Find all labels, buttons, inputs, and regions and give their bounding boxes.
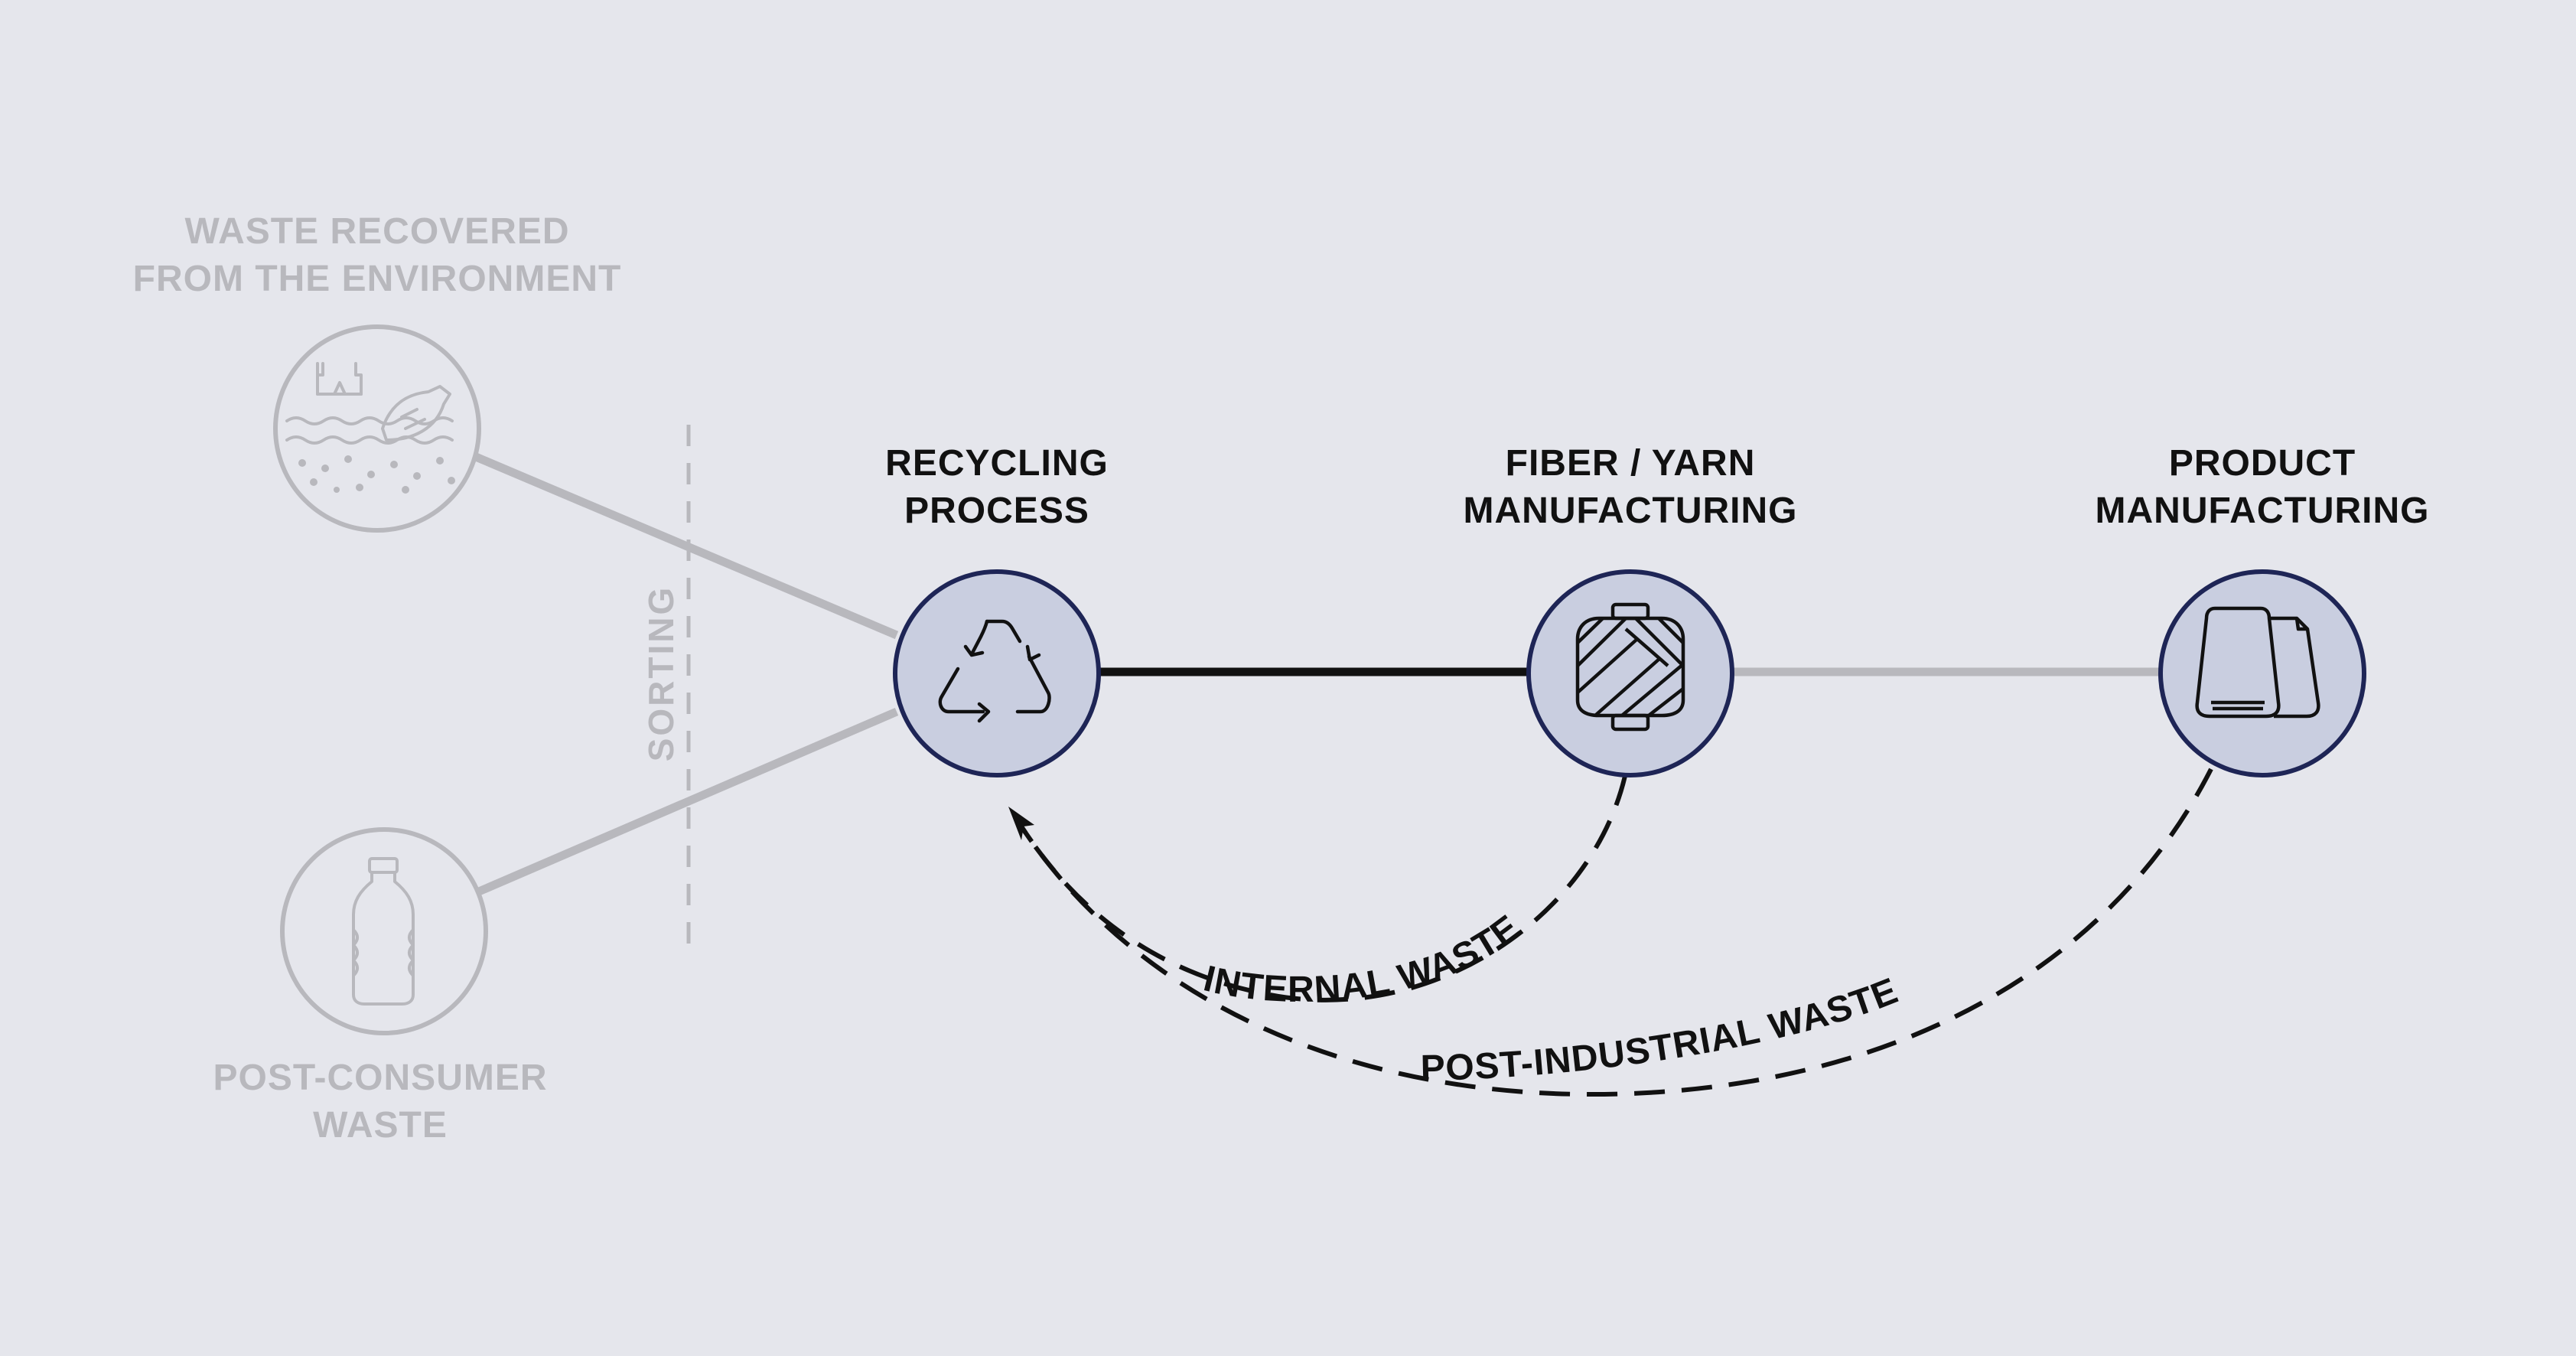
fiber-yarn-label-line2: MANUFACTURING (1463, 491, 1798, 531)
environment-waste-label: WASTE RECOVERED FROM THE ENVIRONMENT (109, 208, 645, 303)
plastic-bottle-icon (352, 857, 415, 1006)
recycling-label-line1: RECYCLING (885, 443, 1109, 484)
internal-waste-label: INTERNAL WASTE (1200, 908, 1528, 1010)
post-industrial-waste-arrow (1019, 768, 2213, 1097)
product-label-line2: MANUFACTURING (2095, 491, 2430, 531)
post-consumer-label: POST-CONSUMER WASTE (151, 1054, 610, 1149)
ocean-waste-icon (285, 362, 454, 445)
recycling-label-line2: PROCESS (904, 491, 1089, 531)
post-industrial-waste-label: POST-INDUSTRIAL WASTE (1420, 970, 1904, 1089)
recycling-label: RECYCLING PROCESS (767, 440, 1226, 535)
fiber-yarn-label-line1: FIBER / YARN (1505, 443, 1756, 484)
post-consumer-node (280, 827, 488, 1035)
environment-waste-label-line2: FROM THE ENVIRONMENT (132, 259, 622, 299)
product-node (2158, 569, 2366, 777)
environment-waste-label-line1: WASTE RECOVERED (184, 211, 570, 252)
sorting-label: SORTING (641, 585, 681, 762)
post-consumer-label-line1: POST-CONSUMER (213, 1058, 548, 1098)
arrowhead-icon (1008, 807, 1034, 840)
yarn-spool-icon (1575, 602, 1685, 732)
fabric-roll-icon (2195, 606, 2320, 719)
consumer-to-recycling-line (477, 707, 899, 896)
recycling-node (893, 569, 1101, 777)
recycle-icon (938, 619, 1051, 723)
product-label-line1: PRODUCT (2168, 443, 2356, 484)
post-consumer-label-line2: WASTE (313, 1105, 448, 1146)
environment-to-recycling-line (474, 452, 899, 640)
fiber-yarn-label: FIBER / YARN MANUFACTURING (1363, 440, 1898, 535)
internal-waste-arrow (1019, 775, 1627, 1002)
environment-waste-node (273, 324, 481, 533)
fiber-yarn-node (1526, 569, 1734, 777)
product-label: PRODUCT MANUFACTURING (1995, 440, 2530, 535)
